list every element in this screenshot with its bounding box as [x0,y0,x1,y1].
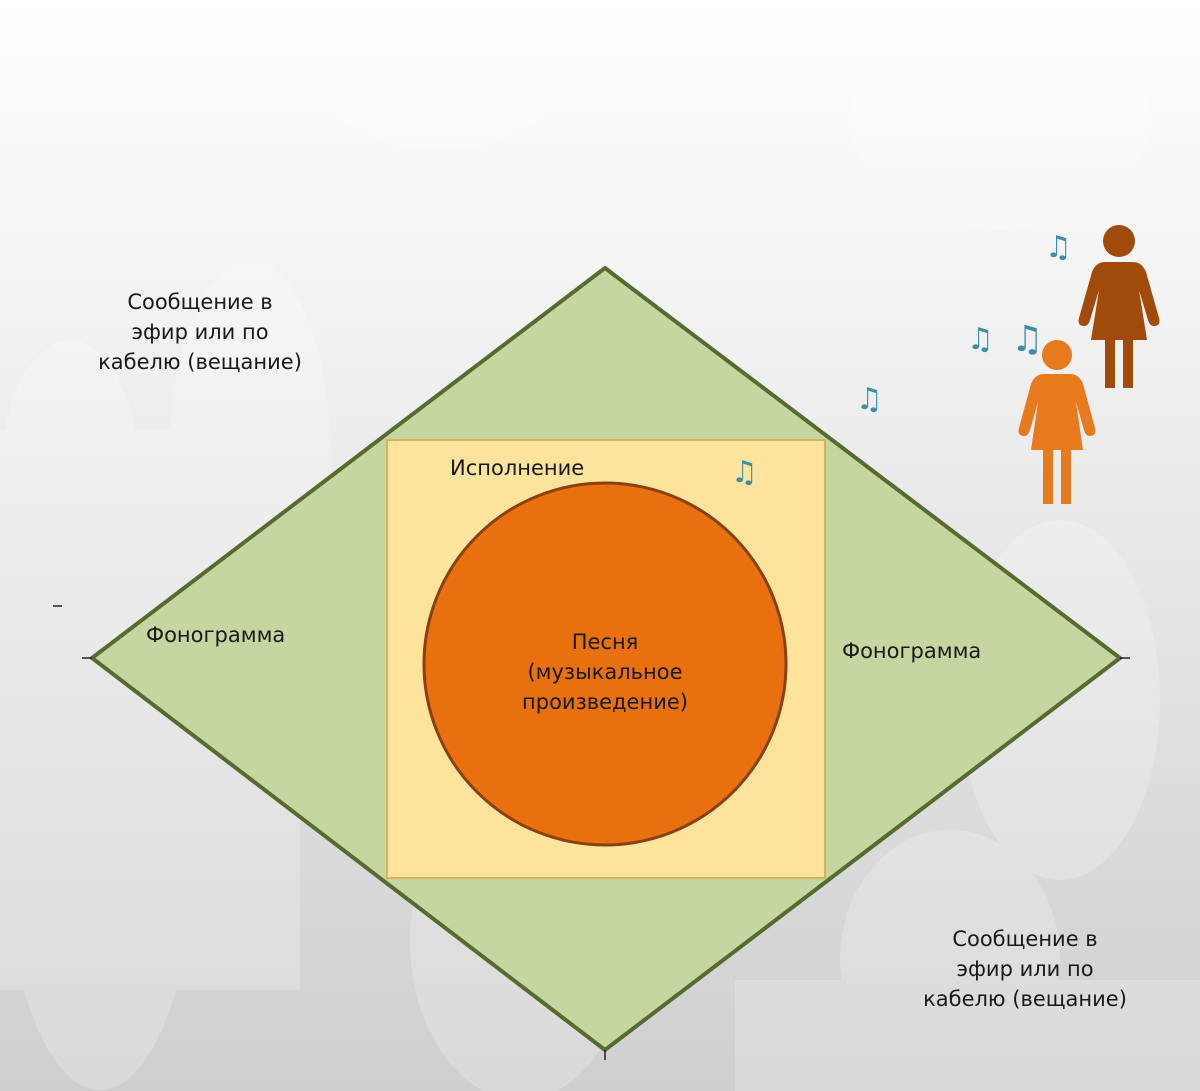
music-note-icon: ♫ [1011,319,1044,360]
broadcast-bottom-label: Сообщение в эфир или по кабелю (вещание) [923,927,1127,1011]
woman-icon [1078,225,1160,388]
music-note-icon: ♫ [731,455,758,490]
song-label: Песня (музыкальное произведение) [522,630,688,714]
woman-icon [1018,340,1096,504]
music-note-icon: ♫ [967,322,994,357]
music-note-icon: ♫ [1045,230,1072,265]
music-note-icon: ♫ [856,382,883,417]
broadcast-top-label: Сообщение в эфир или по кабелю (вещание) [98,290,302,374]
song-circle [422,481,788,847]
phonogram-left-label: Фонограмма [146,623,286,647]
phonogram-right-label: Фонограмма [842,639,982,663]
performance-label: Исполнение [450,456,585,480]
